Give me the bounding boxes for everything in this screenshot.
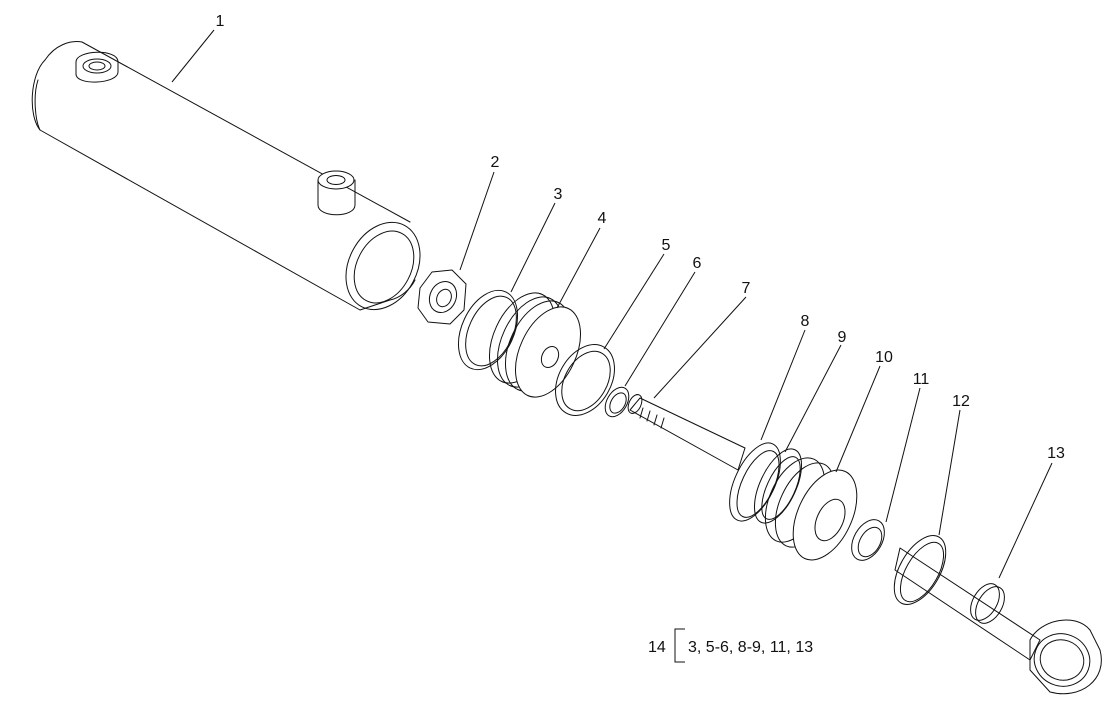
leader-9 [784, 344, 842, 453]
leader-4 [556, 227, 601, 309]
leader-10 [835, 365, 881, 473]
callout-10: 10 [875, 349, 893, 366]
cylinder-barrel [31, 41, 421, 311]
leader-1 [171, 29, 215, 83]
leader-lines [171, 29, 1053, 579]
callout-11: 11 [913, 371, 930, 388]
callout-13: 13 [1047, 445, 1065, 462]
leader-5 [603, 253, 665, 350]
callout-12: 12 [952, 393, 970, 410]
callout-labels: 1 2 3 4 5 6 7 8 9 10 11 12 13 [216, 13, 1065, 462]
rod-gland-10 [764, 457, 858, 561]
callout-4: 4 [598, 210, 607, 227]
leader-13 [998, 462, 1053, 579]
rod-with-eye-13 [894, 547, 1102, 695]
piston [489, 292, 581, 398]
o-ring-6 [604, 386, 630, 418]
kit-note: 14 3, 5-6, 8-9, 11, 13 [648, 628, 813, 663]
ring-9 [754, 448, 802, 524]
leader-12 [938, 409, 961, 536]
seal-ring-3 [457, 289, 519, 371]
retaining-ring-12 [893, 535, 947, 605]
kit-number: 14 [648, 639, 666, 656]
leader-8 [760, 329, 806, 441]
wiper-seal-11 [851, 519, 885, 561]
leader-6 [624, 271, 696, 387]
leader-7 [653, 296, 747, 399]
rod-threaded-end [627, 394, 746, 471]
leader-2 [459, 171, 495, 271]
leader-11 [885, 387, 921, 523]
callout-7: 7 [742, 280, 751, 297]
kit-contents: 3, 5-6, 8-9, 11, 13 [688, 639, 813, 656]
callout-6: 6 [693, 255, 702, 272]
leader-3 [510, 202, 556, 293]
callout-2: 2 [491, 154, 500, 171]
lock-nut [417, 269, 467, 325]
backup-ring-5 [555, 344, 615, 416]
callout-8: 8 [801, 313, 810, 330]
callout-5: 5 [662, 237, 671, 254]
ring-8 [729, 442, 781, 522]
kit-bracket [674, 628, 685, 663]
callout-1: 1 [216, 13, 225, 30]
callout-3: 3 [554, 186, 563, 203]
callout-9: 9 [838, 329, 847, 346]
